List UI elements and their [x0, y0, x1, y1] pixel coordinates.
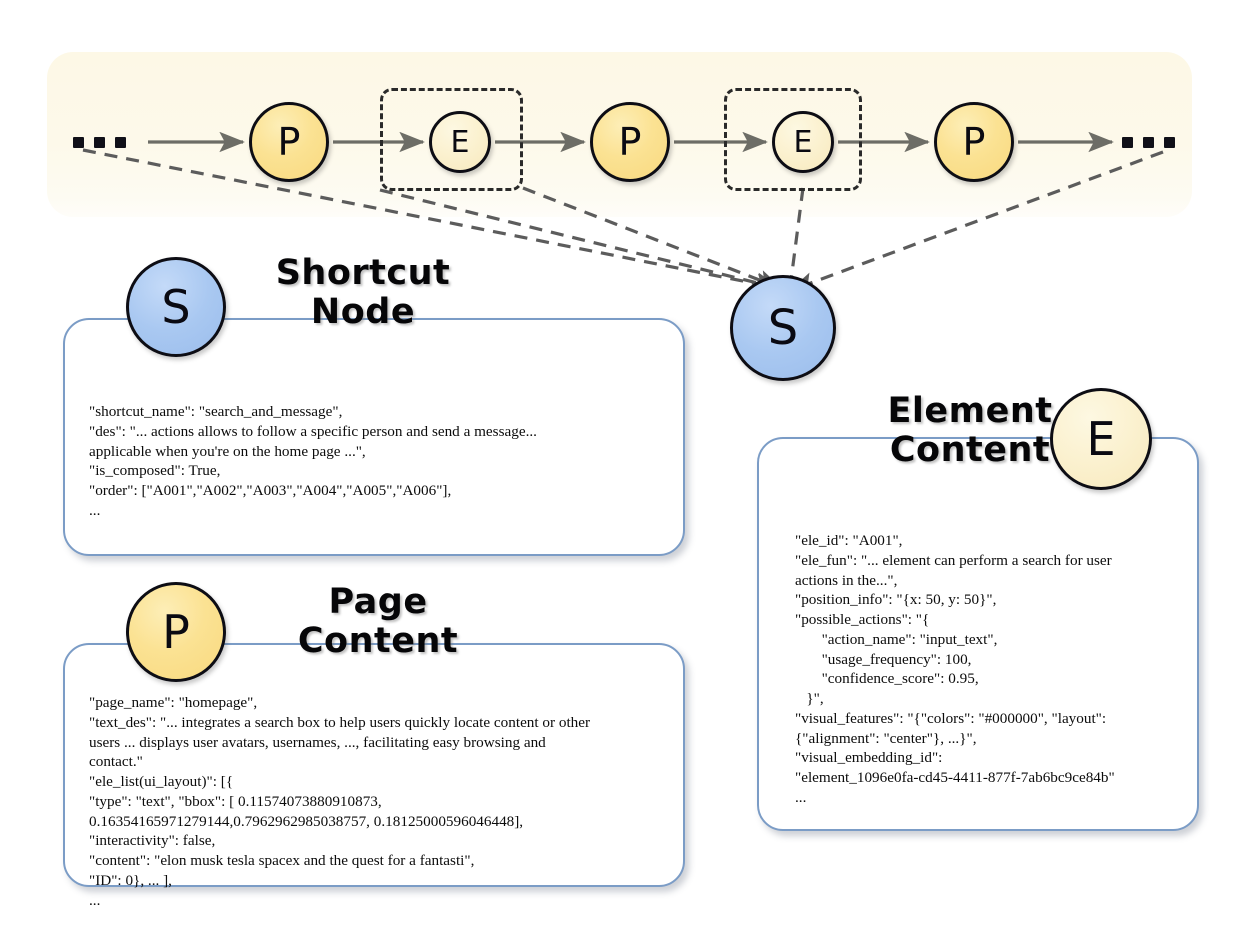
trajectory-node-e1[interactable]: E — [429, 111, 491, 173]
trajectory-node-p2[interactable]: P — [590, 102, 670, 182]
trailing-ellipsis — [1122, 137, 1175, 148]
page-content-json: "page_name": "homepage", "text_des": "..… — [89, 694, 591, 909]
page-content-card: "page_name": "homepage", "text_des": "..… — [63, 643, 685, 909]
shortcut-node-aggregate[interactable]: S — [730, 275, 836, 381]
element-content-badge[interactable]: E — [1050, 388, 1152, 490]
element-capture-box-2 — [724, 88, 862, 191]
trajectory-node-p1[interactable]: P — [249, 102, 329, 182]
shortcut-node-badge[interactable]: S — [126, 257, 226, 357]
trajectory-node-e2[interactable]: E — [772, 111, 834, 173]
leading-ellipsis — [73, 137, 126, 148]
element-content-heading: Element Content — [887, 391, 1053, 471]
shortcut-node-card: "shortcut_name": "search_and_message", "… — [63, 318, 685, 556]
shortcut-node-json: "shortcut_name": "search_and_message", "… — [89, 403, 537, 519]
element-content-card: "ele_id": "A001", "ele_fun": "... elemen… — [757, 437, 1199, 831]
page-content-heading: Page Content — [297, 582, 459, 662]
element-content-json: "ele_id": "A001", "ele_fun": "... elemen… — [795, 532, 1115, 806]
element-capture-box-1 — [380, 88, 523, 191]
trajectory-node-p3[interactable]: P — [934, 102, 1014, 182]
page-content-badge[interactable]: P — [126, 582, 226, 682]
shortcut-node-heading: Shortcut Node — [275, 253, 451, 333]
